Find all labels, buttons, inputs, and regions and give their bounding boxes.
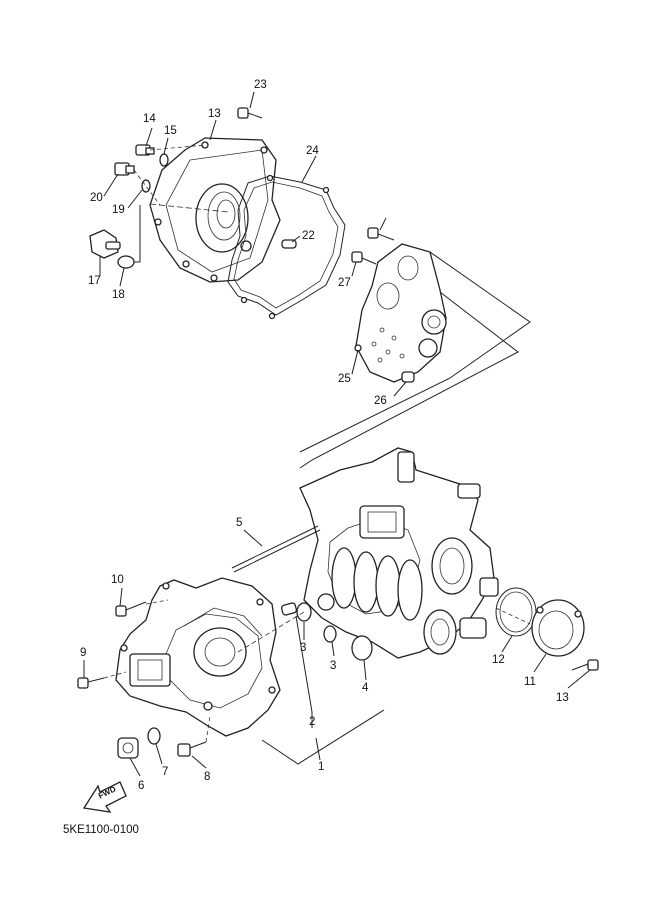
gasket-23: [227, 174, 346, 320]
callout-2: 2: [309, 716, 316, 728]
callout-25: 26: [374, 395, 387, 407]
callout-21: 22: [302, 230, 315, 242]
callout-26: 27: [338, 277, 351, 289]
callout-20: 20: [90, 192, 103, 204]
callout-3a: 3: [300, 642, 307, 654]
callout-5: 5: [236, 517, 243, 529]
alignment-lines-lower: [103, 599, 531, 743]
callout-leaders: [83, 91, 591, 777]
bolt-8: [177, 741, 207, 757]
leader-lines-lower: [261, 615, 385, 765]
callout-3b: 3: [330, 660, 337, 672]
dowel-21: [281, 239, 297, 249]
plug-20: [114, 162, 135, 176]
forward-arrow-icon: [82, 781, 127, 813]
o-ring-18: [117, 255, 135, 269]
callout-14: 13: [208, 108, 221, 120]
callout-24: 25: [338, 373, 351, 385]
washer-16: [159, 153, 169, 167]
bolt-27: [367, 227, 395, 241]
o-ring-4: [351, 635, 373, 661]
callout-9: 9: [80, 647, 87, 659]
callout-19: 19: [112, 204, 125, 216]
callout-4: 4: [362, 682, 369, 694]
sensor-17: [89, 229, 121, 259]
callout-6: 6: [138, 780, 145, 792]
alignment-lines-upper: [133, 144, 229, 263]
callout-16: 15: [164, 125, 177, 137]
plug-6: [117, 737, 139, 759]
callout-22: 23: [254, 79, 267, 91]
callout-7: 7: [162, 766, 169, 778]
cover-11: [531, 599, 585, 657]
gasket-12: [495, 587, 537, 637]
crankcase-left: [115, 577, 281, 737]
callout-1: 1: [318, 761, 325, 773]
callout-12: 12: [492, 654, 505, 666]
dowel-2: [280, 602, 298, 616]
callout-18: 18: [112, 289, 125, 301]
cover-plate-24: [354, 243, 447, 383]
callout-13: 13: [556, 692, 569, 704]
bolt-22: [237, 107, 263, 119]
dowel-25: [401, 371, 415, 383]
callout-10: 10: [111, 574, 124, 586]
bolt-10: [115, 601, 147, 617]
callout-8: 8: [204, 771, 211, 783]
bolt-9: [77, 677, 105, 689]
assembly-frame-lines: [299, 251, 531, 469]
crankcase-cover-14: [149, 137, 281, 283]
o-ring-3a: [296, 602, 312, 622]
o-ring-3b: [323, 625, 337, 643]
callout-17: 17: [88, 275, 101, 287]
bolt-13: [571, 659, 599, 671]
washer-7: [147, 727, 161, 745]
stud-5: [231, 525, 321, 573]
callout-23: 24: [306, 145, 319, 157]
callout-11: 11: [524, 676, 536, 688]
part-code: 5KE1100-0100: [63, 824, 139, 836]
crankcase-right-1: [299, 447, 499, 659]
bolt-26: [351, 251, 377, 265]
callout-15: 14: [143, 113, 156, 125]
